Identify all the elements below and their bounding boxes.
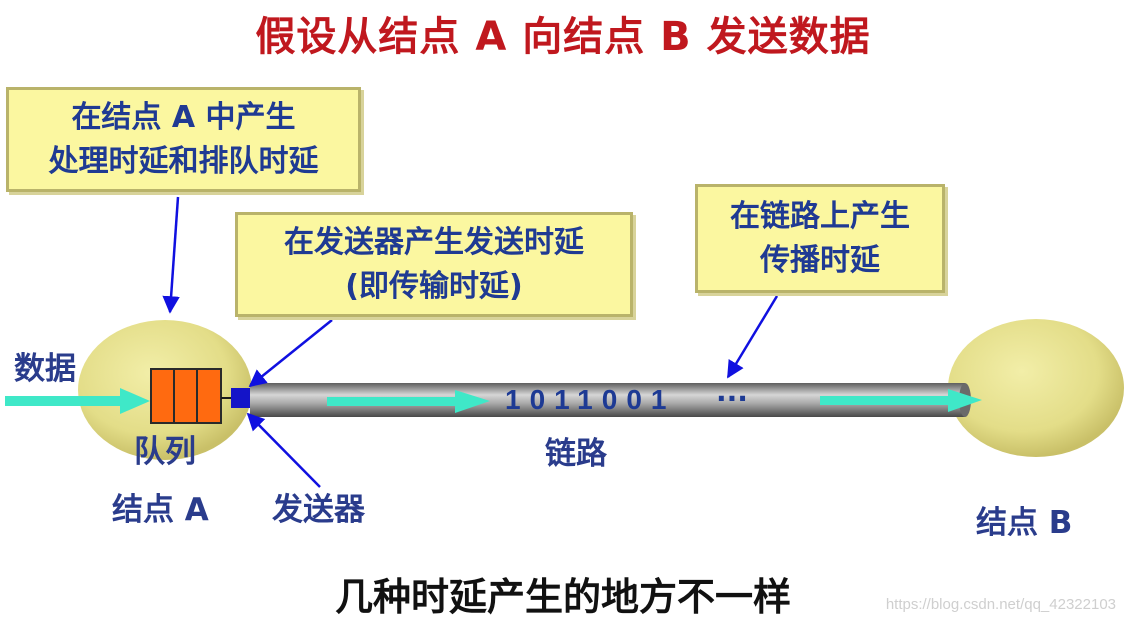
node-b-circle: [948, 319, 1124, 457]
callout-transmitter-line-2: (即传输时延): [238, 265, 630, 309]
label-node-b: 结点 B: [976, 497, 1072, 542]
callout-node-a-line-2: 处理时延和排队时延: [9, 140, 358, 184]
callout-node-a-line-1: 在结点 A 中产生: [9, 96, 358, 140]
bit-ellipsis: ···: [716, 382, 748, 415]
callout-link-line-1: 在链路上产生: [698, 195, 942, 239]
callout-node-a-delays: 在结点 A 中产生 处理时延和排队时延: [6, 87, 361, 192]
bit-sequence: 1011001: [505, 384, 675, 416]
pointer-to-link: [728, 296, 777, 377]
callout-propagation-delay: 在链路上产生 传播时延: [695, 184, 945, 293]
pointer-to-transmitter: [250, 320, 332, 386]
watermark: https://blog.csdn.net/qq_42322103: [886, 596, 1116, 613]
pointer-from-transmitter-label: [248, 414, 320, 487]
label-transmitter: 发送器: [272, 484, 365, 529]
label-data: 数据: [14, 343, 76, 388]
pointer-to-node-a: [170, 197, 178, 312]
label-queue: 队列: [134, 426, 196, 471]
label-link: 链路: [545, 428, 607, 473]
queue-block: [151, 369, 221, 423]
callout-transmitter-line-1: 在发送器产生发送时延: [238, 221, 630, 265]
callout-link-line-2: 传播时延: [698, 239, 942, 283]
transmitter-block: [231, 388, 250, 408]
data-input-arrow: [5, 388, 150, 414]
callout-transmission-delay: 在发送器产生发送时延 (即传输时延): [235, 212, 633, 317]
label-node-a: 结点 A: [112, 484, 209, 529]
